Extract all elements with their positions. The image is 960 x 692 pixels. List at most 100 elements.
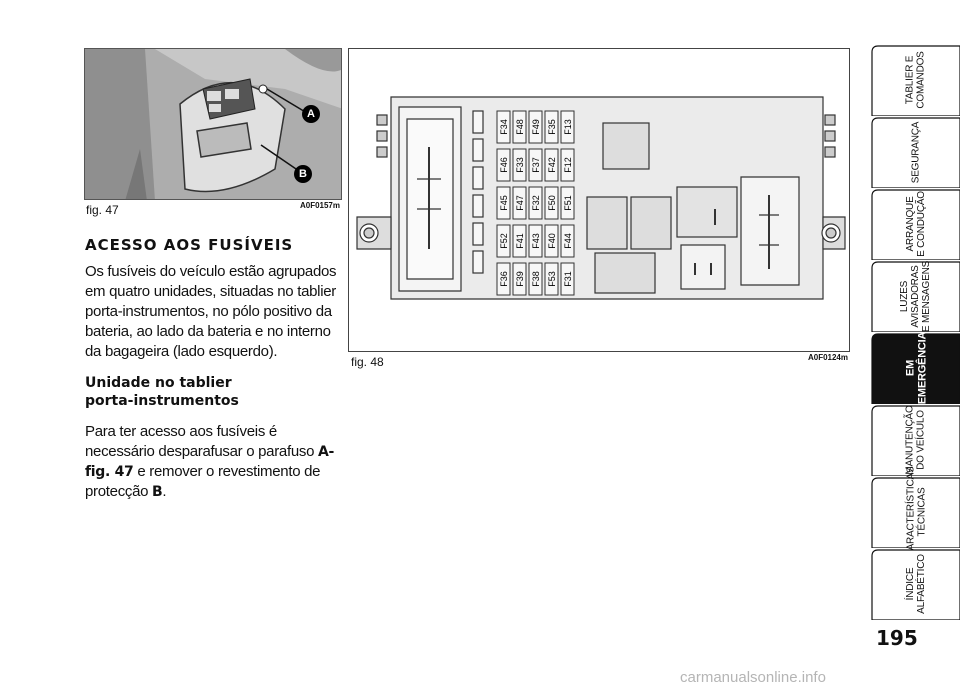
- fuse-slot: [496, 110, 511, 144]
- fuse-slot: [528, 224, 543, 258]
- fuse-slot: [544, 148, 559, 182]
- fuse-label: F42: [547, 157, 557, 173]
- figure-code: A0F0124m: [807, 353, 848, 362]
- fuse-label: F53: [547, 271, 557, 287]
- fuse-label: F34: [499, 119, 509, 135]
- subheading-line-2: porta-instrumentos: [85, 393, 239, 409]
- fig47-illustration: [84, 48, 342, 200]
- fuse-slot: [528, 148, 543, 182]
- watermark-text: carmanualsonline.info: [680, 669, 826, 686]
- fuse-label: F46: [499, 157, 509, 173]
- fuse-label: F39: [515, 271, 525, 287]
- tab-shape: [871, 45, 960, 116]
- fuse-slot: [496, 186, 511, 220]
- fuse-slot: [544, 224, 559, 258]
- chapter-tab[interactable]: MANUTENÇÃO DO VEÍCULO: [870, 404, 960, 476]
- chapter-tab[interactable]: CARACTERÍSTICAS TÉCNICAS: [870, 466, 960, 558]
- chapter-tab[interactable]: ÍNDICE ALFABÉTICO: [870, 548, 960, 620]
- figure-reference-a: A-fig. 47: [85, 444, 335, 480]
- tab-shape: [871, 549, 960, 620]
- tab-shape: [871, 117, 960, 188]
- fuse-slot: [512, 148, 527, 182]
- chapter-tab[interactable]: ARRANQUE E CONDUÇÃO: [870, 188, 960, 260]
- fuse-slot: [512, 186, 527, 220]
- fuse-label: F49: [531, 119, 541, 135]
- fuse-slot: [512, 262, 527, 296]
- tab-label: ARRANQUE E CONDUÇÃO: [905, 191, 928, 257]
- section-title: ACESSO AOS FUSÍVEIS: [85, 236, 294, 254]
- fuse-label: F44: [563, 233, 573, 249]
- paragraph-intro: Os fusíveis do veículo estão agrupados e…: [85, 263, 337, 360]
- tab-label: SEGURANÇA: [910, 121, 922, 183]
- subheading: Unidade no tablier porta-instrumentos: [85, 374, 343, 410]
- fuse-label: F41: [515, 233, 525, 249]
- figure-reference-b: B: [152, 484, 163, 500]
- fuse-slot: [528, 186, 543, 220]
- chapter-tab[interactable]: SEGURANÇA: [870, 116, 960, 188]
- chapter-tab[interactable]: EM EMERGÊNCIA: [870, 332, 960, 404]
- fuse-slot: [496, 148, 511, 182]
- fuse-label: F36: [499, 271, 509, 287]
- fuse-slot: [528, 262, 543, 296]
- tab-label: CARACTERÍSTICAS TÉCNICAS: [905, 466, 927, 558]
- paragraph-text-mid: e remover o revestimento de protecção: [85, 463, 321, 500]
- fuse-label: F13: [563, 119, 573, 135]
- chapter-tabs: TABLIER E COMANDOS SEGURANÇA ARRANQUE E …: [870, 0, 960, 692]
- fuse-label: F43: [531, 233, 541, 249]
- fuse-label: F50: [547, 195, 557, 211]
- fuse-slot: [512, 110, 527, 144]
- fuse-label-grid: F34F46F45F52F36F48F33F47F41F39F49F37F32F…: [496, 110, 575, 296]
- fuse-label: F12: [563, 157, 573, 173]
- fuse-slot: [560, 110, 575, 144]
- fuse-slot: [560, 262, 575, 296]
- tab-shape: [871, 477, 960, 548]
- fuse-slot: [496, 262, 511, 296]
- fuse-slot: [560, 148, 575, 182]
- fuse-label: F38: [531, 271, 541, 287]
- dashboard-trim-drawing: [85, 49, 341, 199]
- fuse-label: F47: [515, 195, 525, 211]
- fuse-slot: [544, 186, 559, 220]
- figure-caption: fig. 48: [351, 355, 384, 369]
- fuse-label: F31: [563, 271, 573, 287]
- tab-shape: [871, 405, 960, 476]
- page-number: 195: [876, 626, 918, 650]
- tab-label: ÍNDICE ALFABÉTICO: [905, 554, 927, 614]
- fuse-box-diagram: F34F46F45F52F36F48F33F47F41F39F49F37F32F…: [356, 96, 846, 300]
- subheading-line-1: Unidade no tablier: [85, 375, 232, 391]
- fuse-label: F52: [499, 233, 509, 249]
- fuse-slot: [544, 262, 559, 296]
- tab-label: MANUTENÇÃO DO VEÍCULO: [905, 405, 927, 475]
- fuse-label: F48: [515, 119, 525, 135]
- tab-label: EM EMERGÊNCIA: [904, 331, 928, 405]
- figure-47: A B fig. 47 A0F0157m: [84, 48, 342, 218]
- callout-a: A: [302, 105, 320, 123]
- tab-shape: [871, 189, 960, 260]
- fuse-slot: [544, 110, 559, 144]
- fuse-label: F51: [563, 195, 573, 211]
- paragraph-access: Para ter acesso aos fusíveis é necessári…: [85, 422, 343, 502]
- fuse-label: F40: [547, 233, 557, 249]
- fuse-label: F35: [547, 119, 557, 135]
- fuse-label: F32: [531, 195, 541, 211]
- fuse-label: F37: [531, 157, 541, 173]
- tab-label: LUZES AVISADORAS E MENSAGENS: [899, 260, 933, 332]
- fuse-slot: [560, 224, 575, 258]
- callout-b: B: [294, 165, 312, 183]
- fuse-slot: [560, 186, 575, 220]
- tab-shape: [871, 261, 960, 332]
- tab-shape: [871, 333, 960, 404]
- chapter-tab[interactable]: LUZES AVISADORAS E MENSAGENS: [870, 260, 960, 332]
- chapter-tab[interactable]: TABLIER E COMANDOS: [870, 44, 960, 116]
- tab-label: TABLIER E COMANDOS: [904, 51, 927, 109]
- fuse-label: F45: [499, 195, 509, 211]
- fuse-slot: [496, 224, 511, 258]
- paragraph-text-start: Para ter acesso aos fusíveis é necessári…: [85, 423, 318, 460]
- paragraph-text-end: .: [162, 483, 167, 500]
- figure-code: A0F0157m: [299, 201, 340, 210]
- figure-caption: fig. 47: [86, 203, 119, 217]
- fuse-slot: [512, 224, 527, 258]
- fuse-label: F33: [515, 157, 525, 173]
